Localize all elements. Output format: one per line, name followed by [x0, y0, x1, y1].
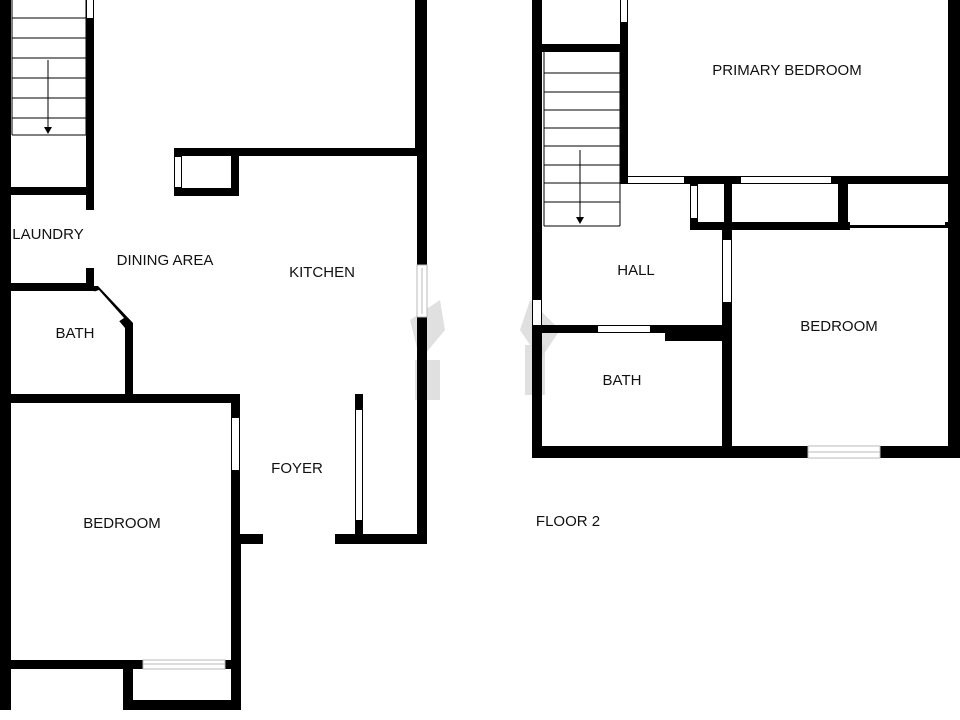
floor-1	[0, 0, 428, 710]
kitchen-label: KITCHEN	[289, 264, 355, 281]
dining-area-label: DINING AREA	[117, 252, 214, 269]
stairs-floor-2	[543, 52, 621, 227]
hall-label: HALL	[617, 262, 655, 279]
laundry-label: LAUNDRY	[12, 226, 83, 243]
bath-label-floor-2: BATH	[603, 372, 642, 389]
floor-2-label: FLOOR 2	[536, 513, 600, 530]
stairs-floor-1	[11, 0, 87, 136]
bath-label-floor-1: BATH	[56, 325, 95, 342]
foyer-label: FOYER	[271, 460, 323, 477]
floor-2	[532, 0, 960, 459]
bedroom-label-floor-1: BEDROOM	[83, 515, 161, 532]
primary-bedroom-label: PRIMARY BEDROOM	[712, 62, 861, 79]
bedroom-label-floor-2: BEDROOM	[800, 318, 878, 335]
